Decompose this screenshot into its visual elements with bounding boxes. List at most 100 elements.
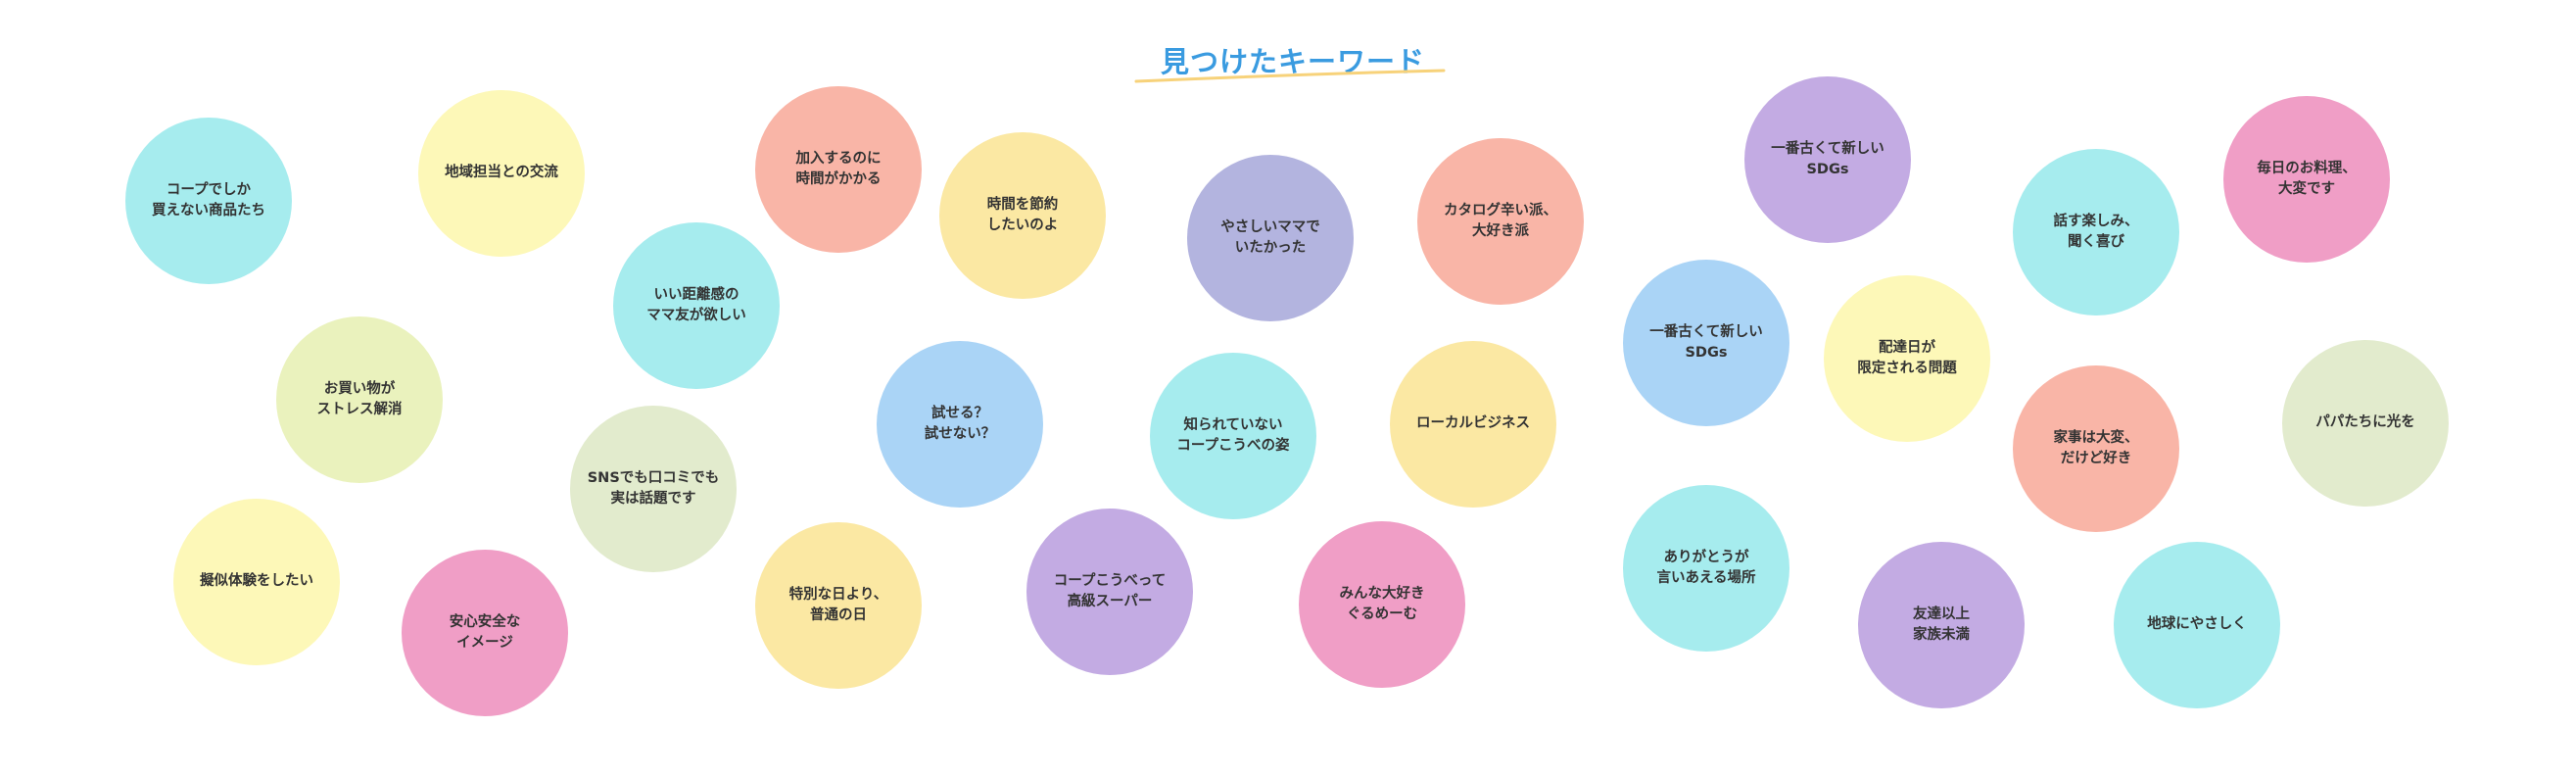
keyword-bubble: 安心安全なイメージ — [402, 550, 568, 716]
keyword-line: カタログ辛い派、 — [1444, 202, 1557, 218]
keyword-label: 擬似体験をしたい — [188, 571, 325, 592]
keyword-label: 家事は大変、だけど好き — [2042, 428, 2151, 469]
keyword-label: お買い物がストレス解消 — [306, 379, 414, 420]
keyword-label: コープでしか買えない商品たち — [140, 180, 277, 221]
keyword-line: 言いあえる場所 — [1656, 570, 1756, 586]
keyword-bubble: 加入するのに時間がかかる — [755, 86, 922, 253]
keyword-line: ママ友が欲しい — [646, 308, 746, 323]
keyword-line: 高級スーパー — [1067, 594, 1153, 609]
keyword-label: 安心安全なイメージ — [438, 612, 533, 654]
keyword-line: 一番古くて新しい — [1771, 140, 1884, 157]
keyword-label: 時間を節約したいのよ — [976, 195, 1071, 236]
keyword-line: パパたちに光を — [2315, 414, 2415, 431]
keyword-label: パパたちに光を — [2304, 412, 2427, 433]
keyword-line: 聞く喜び — [2068, 234, 2124, 250]
keyword-label: 加入するのに時間がかかる — [785, 149, 893, 190]
keyword-line: 特別な日より、 — [788, 586, 888, 603]
keyword-bubble: 時間を節約したいのよ — [939, 132, 1106, 299]
keyword-line: SNSでも口コミでも — [587, 469, 720, 486]
keyword-label: 地域担当との交流 — [433, 163, 570, 183]
keyword-label: 一番古くて新しい SDGs — [1759, 139, 1896, 180]
keyword-bubble: みんな大好きぐるめーむ — [1299, 521, 1465, 688]
keyword-bubble: 話す楽しみ、聞く喜び — [2013, 149, 2179, 315]
keyword-label: コープこうべって高級スーパー — [1042, 571, 1177, 612]
keyword-bubble: 一番古くて新しい SDGs — [1744, 76, 1911, 243]
keyword-bubble: 知られていないコープこうべの姿 — [1150, 353, 1316, 519]
keyword-line: やさしいママで — [1220, 218, 1320, 235]
keyword-line: コープでしか — [166, 181, 252, 198]
keyword-line: 買えない商品たち — [152, 203, 265, 218]
keyword-bubble: パパたちに光を — [2282, 340, 2449, 507]
keyword-bubble: 特別な日より、普通の日 — [755, 522, 922, 689]
keyword-line: 加入するのに — [795, 150, 882, 167]
keyword-line: 家事は大変、 — [2053, 429, 2139, 446]
keyword-bubble: やさしいママでいたかった — [1187, 155, 1354, 321]
keyword-line: コープこうべって — [1053, 572, 1167, 589]
keyword-line: ローカルビジネス — [1416, 415, 1530, 432]
keyword-line: 試せる？ — [931, 405, 988, 421]
keyword-line: 普通の日 — [809, 607, 867, 623]
keyword-label: 友達以上家族未満 — [1901, 605, 1981, 646]
keyword-label: 知られていないコープこうべの姿 — [1165, 415, 1301, 457]
keyword-label: 地球にやさしく — [2135, 614, 2259, 635]
keyword-line: 時間を節約 — [986, 196, 1059, 213]
keyword-bubble: 家事は大変、だけど好き — [2013, 365, 2179, 532]
keyword-bubble: 試せる？試せない？ — [877, 341, 1043, 508]
keyword-bubble: ありがとうが言いあえる場所 — [1623, 485, 1789, 652]
keyword-bubble: コープこうべって高級スーパー — [1026, 509, 1193, 675]
keyword-line: 話す楽しみ、 — [2053, 213, 2139, 229]
keyword-line: ありがとうが — [1663, 549, 1749, 565]
keyword-line: いたかった — [1234, 240, 1307, 256]
keyword-line: 大好き派 — [1472, 223, 1529, 239]
keyword-line: コープこうべの姿 — [1176, 438, 1290, 454]
keyword-label: みんな大好きぐるめーむ — [1328, 584, 1437, 625]
keyword-line: 一番古くて新しい — [1649, 323, 1763, 340]
keyword-line: みんな大好き — [1339, 585, 1425, 602]
keyword-line: 知られていない — [1183, 416, 1283, 433]
keyword-line: ぐるめーむ — [1346, 606, 1418, 622]
keyword-line: 友達以上 — [1913, 606, 1970, 622]
keyword-label: SNSでも口コミでも実は話題です — [576, 468, 732, 509]
keyword-line: 毎日のお料理、 — [2257, 160, 2357, 176]
keyword-line: SDGs — [1806, 162, 1849, 177]
keyword-label: 配達日が限定される問題 — [1845, 338, 1969, 379]
keyword-line: 配達日が — [1879, 339, 1935, 356]
keyword-bubble: SNSでも口コミでも実は話題です — [570, 406, 737, 572]
title-underline — [1134, 69, 1446, 83]
title-underline-stroke — [1134, 69, 1446, 83]
keyword-bubble: コープでしか買えない商品たち — [125, 118, 292, 284]
keyword-bubble: 地球にやさしく — [2114, 542, 2280, 708]
keyword-label: 試せる？試せない？ — [913, 404, 1008, 445]
keyword-line: お買い物が — [323, 380, 396, 397]
keyword-line: 時間がかかる — [795, 171, 882, 187]
keyword-line: 実は話題です — [610, 491, 696, 507]
keyword-line: したいのよ — [986, 218, 1059, 233]
keyword-bubble: いい距離感のママ友が欲しい — [613, 222, 780, 389]
keyword-bubble: カタログ辛い派、大好き派 — [1417, 138, 1584, 305]
keyword-line: 家族未満 — [1913, 627, 1970, 643]
keyword-line: 地域担当との交流 — [445, 165, 558, 181]
keyword-label: カタログ辛い派、大好き派 — [1432, 201, 1569, 242]
keyword-bubble: 毎日のお料理、大変です — [2223, 96, 2390, 263]
keyword-line: 地球にやさしく — [2147, 616, 2247, 633]
keyword-line: イメージ — [456, 635, 513, 651]
keyword-label: ありがとうが言いあえる場所 — [1645, 548, 1767, 589]
keyword-label: やさしいママでいたかった — [1209, 218, 1332, 259]
keyword-line: ストレス解消 — [316, 402, 403, 417]
keyword-label: ローカルビジネス — [1405, 413, 1542, 434]
keyword-label: 特別な日より、普通の日 — [778, 585, 900, 626]
keyword-bubble: 地域担当との交流 — [418, 90, 585, 257]
keyword-label: 話す楽しみ、聞く喜び — [2042, 212, 2151, 253]
keyword-bubble: ローカルビジネス — [1390, 341, 1556, 508]
keyword-bubble: お買い物がストレス解消 — [276, 316, 443, 483]
keyword-bubble: 友達以上家族未満 — [1858, 542, 2025, 708]
keyword-bubble: 配達日が限定される問題 — [1824, 275, 1990, 442]
keyword-line: いい距離感の — [653, 286, 739, 303]
keyword-line: だけど好き — [2060, 451, 2132, 466]
keyword-line: 安心安全な — [449, 613, 521, 630]
keyword-line: 限定される問題 — [1857, 361, 1957, 376]
keyword-label: 毎日のお料理、大変です — [2245, 159, 2368, 200]
keyword-line: 擬似体験をしたい — [200, 573, 313, 590]
